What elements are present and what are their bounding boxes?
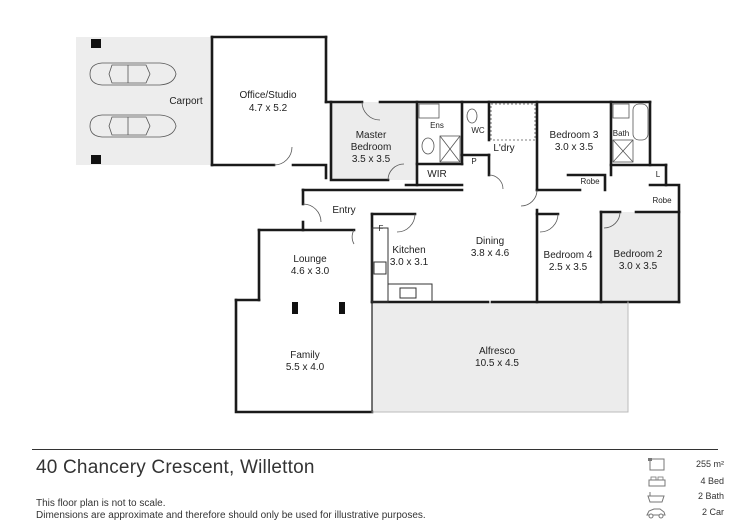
property-address: 40 Chancery Crescent, Willetton	[36, 457, 315, 478]
bedroom-4-name: Bedroom 4	[544, 250, 593, 261]
family-size: 5.5 x 4.0	[286, 362, 325, 373]
master-name-1: Master	[356, 130, 387, 141]
footer-divider	[32, 449, 718, 450]
car-icon	[89, 114, 177, 138]
master-bedroom-area	[331, 102, 417, 180]
column	[292, 302, 298, 314]
kitchen-bench	[371, 227, 433, 303]
cars-value: 2 Car	[701, 507, 724, 517]
stat-baths: 2 Bath	[644, 490, 724, 504]
dining-name: Dining	[476, 236, 504, 247]
stat-beds: 4 Bed	[644, 475, 724, 489]
kitchen-size: 3.0 x 3.1	[390, 257, 429, 268]
master-name-2: Bedroom	[351, 142, 392, 153]
column	[339, 302, 345, 314]
disclaimer-line: This floor plan is not to scale.	[36, 498, 166, 509]
alfresco-area	[372, 302, 628, 412]
ensuite-label: Ens	[430, 121, 444, 130]
carport-post	[91, 39, 101, 48]
carport-label: Carport	[169, 96, 203, 107]
robe-label: Robe	[652, 196, 672, 205]
laundry-label: L'dry	[493, 143, 514, 154]
bed-icon	[648, 476, 666, 487]
baths-value: 2 Bath	[697, 491, 724, 501]
car-icon	[646, 508, 666, 519]
bedroom-2-area	[601, 212, 679, 302]
wc-label: WC	[471, 126, 485, 135]
disclaimer-line: Dimensions are approximate and therefore…	[36, 510, 426, 521]
carport-area	[76, 37, 212, 165]
linen-label: L	[656, 170, 661, 179]
bedroom-3-name: Bedroom 3	[550, 130, 599, 141]
family-name: Family	[290, 350, 319, 361]
bath-label: Bath	[613, 129, 629, 138]
lounge-size: 4.6 x 3.0	[291, 266, 330, 277]
dining-size: 3.8 x 4.6	[471, 248, 510, 259]
carport-post	[91, 155, 101, 164]
alfresco-size: 10.5 x 4.5	[475, 358, 519, 369]
robe-label: Robe	[580, 177, 600, 186]
master-size: 3.5 x 3.5	[352, 154, 391, 165]
office-name: Office/Studio	[239, 90, 297, 101]
door-swings	[273, 101, 621, 245]
lounge-name: Lounge	[293, 254, 327, 265]
alfresco-name: Alfresco	[479, 346, 516, 357]
walls	[210, 35, 681, 414]
office-size: 4.7 x 5.2	[249, 103, 288, 114]
kitchen-name: Kitchen	[392, 245, 425, 256]
stat-area: 255 m²	[644, 458, 724, 472]
bathroom-fixtures	[418, 103, 649, 163]
wir-label: WIR	[427, 169, 446, 180]
bath-icon	[647, 492, 665, 503]
area-value: 255 m²	[695, 459, 724, 469]
bedroom-2-name: Bedroom 2	[614, 249, 663, 260]
floor-plan: Carport Office/Studio 4.7 x 5.2 Master B…	[76, 35, 681, 414]
bedroom-3-size: 3.0 x 3.5	[555, 142, 594, 153]
pantry-label: P	[471, 157, 476, 166]
beds-value: 4 Bed	[700, 476, 724, 486]
car-icon	[89, 62, 177, 86]
stat-cars: 2 Car	[644, 506, 724, 520]
entry-label: Entry	[332, 205, 355, 216]
area-icon	[648, 458, 665, 471]
bedroom-4-size: 2.5 x 3.5	[549, 262, 588, 273]
bedroom-2-size: 3.0 x 3.5	[619, 261, 658, 272]
fridge-label: F	[379, 224, 384, 233]
